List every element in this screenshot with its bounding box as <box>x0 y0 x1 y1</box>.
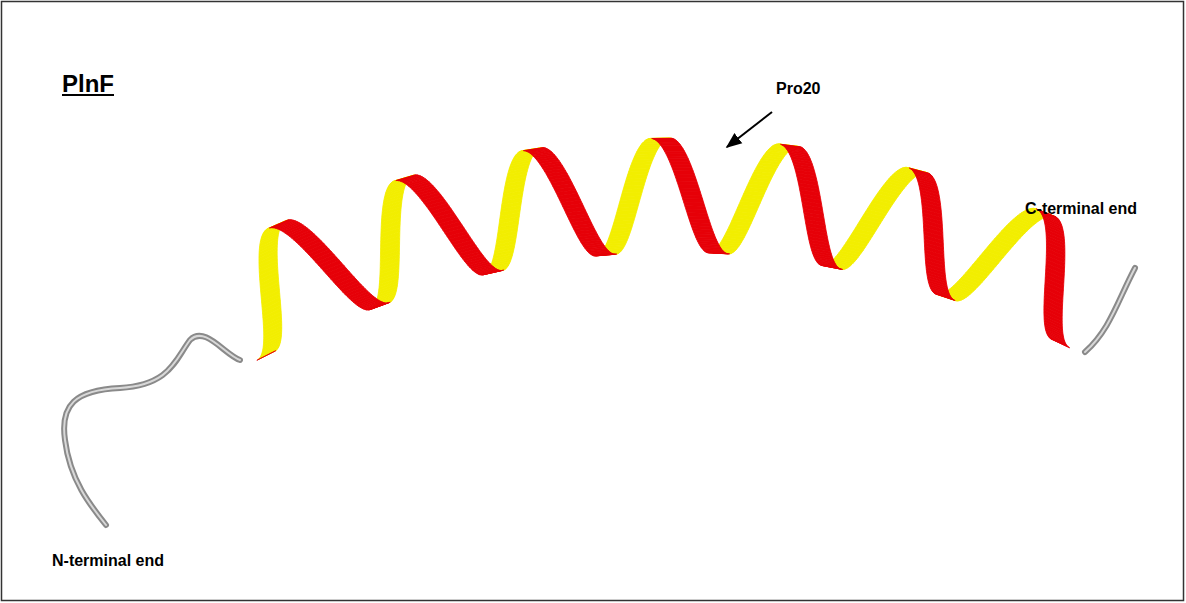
ribbon-segment <box>370 302 390 309</box>
terminus-label: N-terminal end <box>52 552 164 570</box>
ribbon-segment <box>822 265 843 269</box>
n-terminal-coil <box>64 336 240 525</box>
n-terminal-highlight <box>64 336 240 525</box>
ribbon-segment <box>257 351 276 361</box>
c-terminal-highlight <box>1085 268 1135 352</box>
pointer-arrow <box>727 112 772 147</box>
ribbon-segment <box>935 294 955 301</box>
c-terminal-coil <box>1085 268 1135 352</box>
helix-back-face <box>258 138 1055 360</box>
ribbon-segment <box>932 291 952 298</box>
alpha-helix <box>257 138 1070 360</box>
terminus-label: C-terminal end <box>1025 200 1137 218</box>
ribbon-segment <box>1051 339 1070 348</box>
figure-title: PlnF <box>62 70 114 98</box>
ribbon-segment <box>596 254 617 256</box>
residue-label: Pro20 <box>776 80 820 98</box>
helix-front-face <box>257 138 1070 360</box>
ribbon-segment <box>483 270 504 275</box>
ribbon-segment <box>709 253 730 254</box>
